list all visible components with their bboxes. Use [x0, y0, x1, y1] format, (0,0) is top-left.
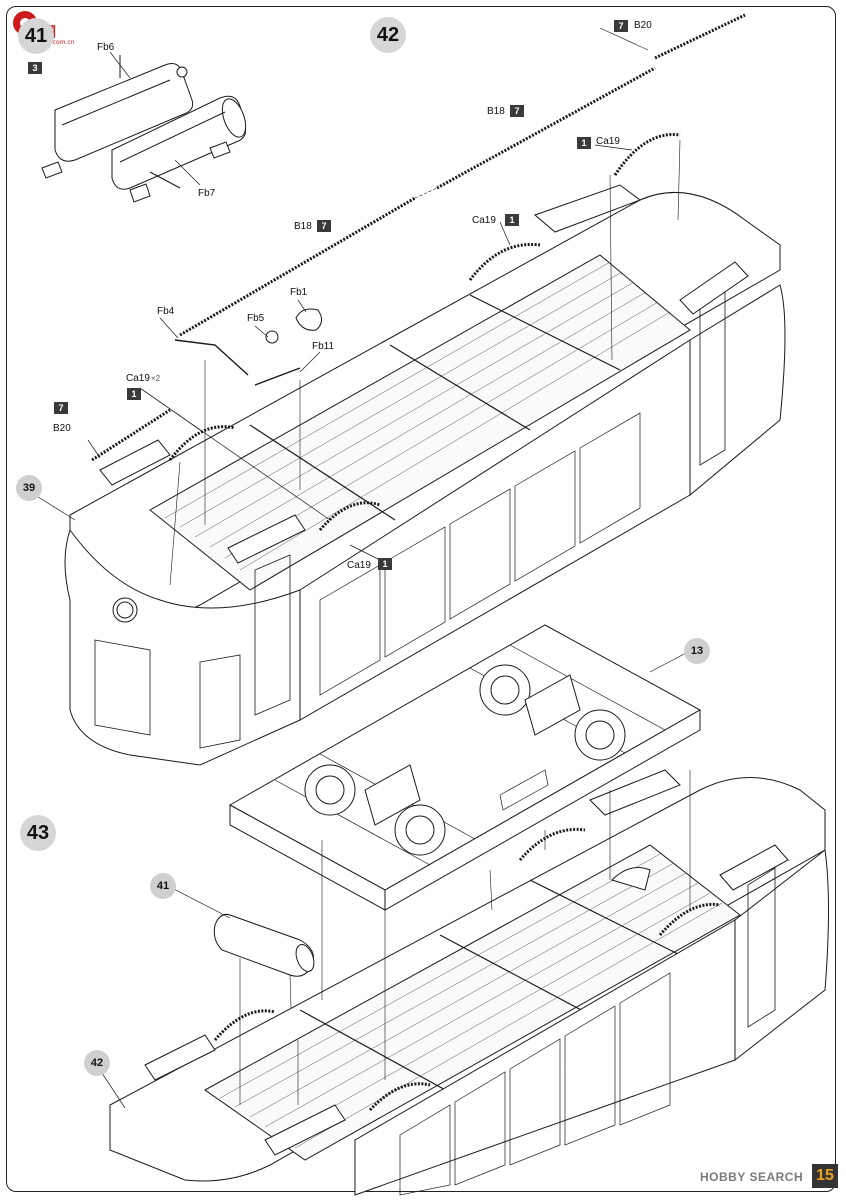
part-label-fb6: Fb6: [97, 42, 115, 53]
air-tank-assembly: [41, 55, 247, 203]
part-label-b18-b: B18: [294, 221, 312, 232]
part-label-ca19-mid: Ca19: [472, 215, 496, 226]
rail-b20-top: [599, 13, 746, 60]
quantity-badge-ca19-low: 1: [378, 558, 392, 570]
part-label-b20-top: B20: [634, 20, 652, 31]
part-label-b18-a: B18: [487, 106, 505, 117]
tram-body-lower: [109, 769, 829, 1196]
quantity-badge-b20-top: 7: [614, 20, 628, 32]
part-label-ca19-left: Ca19: [126, 373, 150, 384]
page-number: 15: [812, 1164, 838, 1188]
step-43-badge: 43: [20, 815, 56, 851]
part-label-fb11: Fb11: [312, 341, 335, 352]
ref-39-badge: 39: [16, 475, 42, 501]
ref-41-badge: 41: [150, 873, 176, 899]
step-41-badge: 41: [18, 18, 54, 54]
part-label-fb1: Fb1: [290, 287, 308, 298]
quantity-badge-3: 3: [28, 62, 42, 74]
ref-13-badge: 13: [684, 638, 710, 664]
step-42-badge: 42: [370, 17, 406, 53]
quantity-badge-b20-left: 7: [54, 402, 68, 414]
callout-leaders: [34, 51, 689, 1109]
page-frame: [6, 6, 836, 1192]
chassis-frame: [228, 624, 702, 911]
quantity-badge-ca19-mid: 1: [505, 214, 519, 226]
part-label-ca19-top: Ca19: [596, 136, 620, 147]
part-label-b20-left: B20: [53, 423, 71, 434]
part-label-fb7: Fb7: [198, 188, 216, 199]
brand-watermark: HOBBY SEARCH: [700, 1170, 804, 1184]
quantity-badge-b18-b: 7: [317, 220, 331, 232]
tram-body-upper: [64, 133, 786, 766]
part-label-ca19-qty: ×2: [151, 374, 161, 383]
quantity-badge-ca19-left: 1: [127, 388, 141, 400]
rail-b18: [179, 66, 656, 337]
quantity-badge-ca19-top: 1: [577, 137, 591, 149]
rail-b20-left: [91, 408, 171, 462]
quantity-badge-b18-a: 7: [510, 105, 524, 117]
ref-42-badge: 42: [84, 1050, 110, 1076]
part-label-fb4: Fb4: [157, 306, 175, 317]
part-label-ca19-low: Ca19: [347, 560, 371, 571]
part-label-fb5: Fb5: [247, 313, 265, 324]
